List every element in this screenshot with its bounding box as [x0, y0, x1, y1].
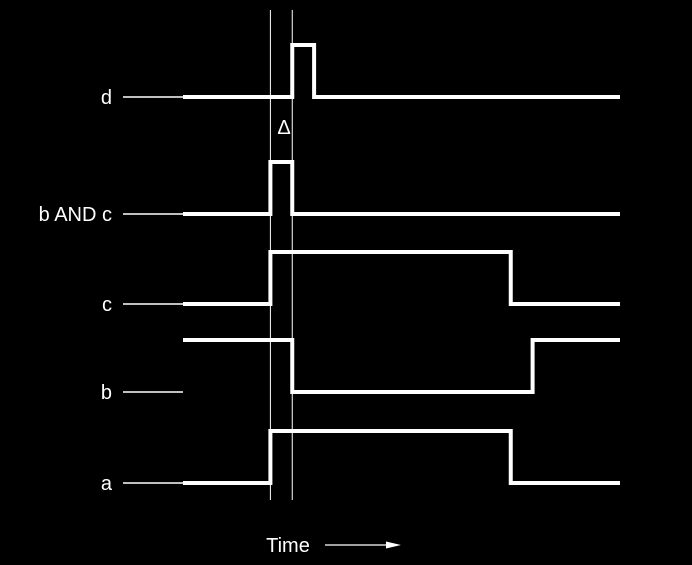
signal-bandc: b AND c — [39, 160, 620, 226]
signal-waveform — [183, 43, 620, 99]
signal-waveform — [183, 338, 620, 394]
signal-label: a — [101, 473, 113, 495]
signal-waveform — [183, 160, 620, 216]
time-arrow-icon — [325, 541, 401, 549]
signal-b: b — [101, 338, 620, 404]
signal-a: a — [101, 429, 620, 495]
signal-label: b — [101, 382, 112, 404]
signal-label: c — [102, 294, 112, 316]
signal-d: d — [101, 43, 620, 109]
time-axis-label: Time — [266, 535, 310, 557]
signal-waveform — [183, 250, 620, 306]
signal-label: b AND c — [39, 204, 112, 226]
signal-waveform — [183, 429, 620, 485]
signal-c: c — [102, 250, 620, 316]
delta-label: Δ — [277, 117, 290, 139]
signal-label: d — [101, 87, 112, 109]
